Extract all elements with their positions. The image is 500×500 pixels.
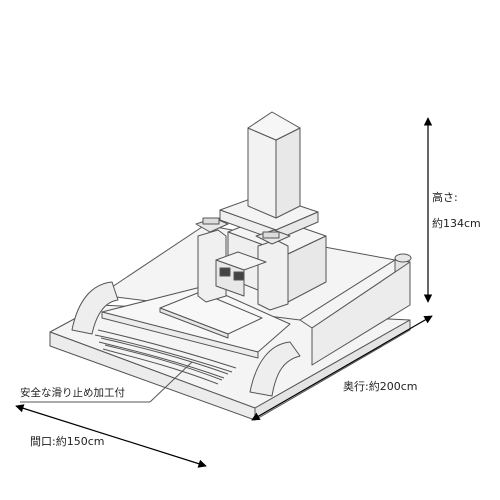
anti-slip-label: 安全な滑り止め加工付: [20, 387, 125, 399]
width-label: 間口:約150cm: [30, 435, 105, 448]
stupa-front: [275, 127, 301, 219]
stupa-left: [247, 127, 277, 219]
groove: [104, 344, 223, 381]
height-title-label: 高さ:: [432, 191, 458, 204]
depth-label: 奥行:約200cm: [343, 380, 418, 393]
width-arrow: [15, 404, 207, 468]
incense-slot-left: [219, 267, 231, 277]
incense-slot-right: [233, 271, 245, 281]
right-vase-stand: [257, 239, 289, 311]
grave-structure: [49, 111, 412, 421]
groove: [102, 348, 219, 385]
left-curved-corner: [71, 281, 119, 335]
anti-slip-pointer: [149, 361, 193, 403]
right-corner-cap: [394, 253, 412, 263]
right-vase-cup: [262, 231, 280, 239]
left-vase-cup: [202, 217, 220, 225]
groove: [94, 334, 233, 373]
front-stone-slab-edge: [159, 307, 229, 339]
stupa-point: [247, 111, 301, 141]
height-value-label: 約134cm: [432, 217, 481, 230]
depth-arrow: [251, 315, 433, 421]
groove: [98, 341, 225, 379]
anti-slip-grooves: [94, 329, 237, 385]
groove: [97, 329, 237, 369]
groove: [100, 337, 229, 375]
